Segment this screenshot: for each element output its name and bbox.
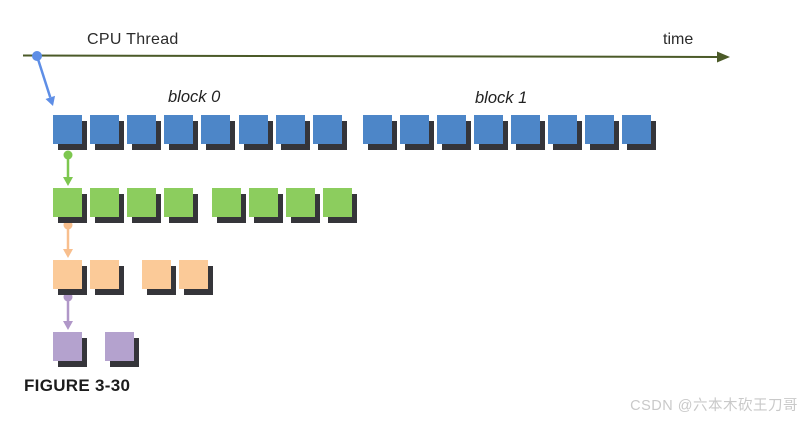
time-axis-label: time [663, 31, 694, 48]
grid-row-green-block [323, 188, 353, 217]
kernel-launch-arrow-purple [63, 292, 73, 330]
grid-row-blue-block [312, 115, 342, 144]
block-0-label: block 0 [168, 88, 221, 106]
kernel-launch-arrow-purple-origin-dot [63, 292, 73, 302]
kernel-launch-arrow-blue [32, 51, 56, 106]
grid-row-blue-block [127, 115, 157, 144]
kernel-launch-arrow-orange [63, 220, 73, 258]
grid-row-green-block [90, 188, 120, 217]
grid-row-green-block [249, 188, 279, 217]
grid-row-green-block [286, 188, 316, 217]
block-1-label: block 1 [475, 89, 528, 107]
grid-row-blue-block [90, 115, 120, 144]
grid-row-blue-block [622, 115, 652, 144]
grid-row-blue-block [164, 115, 194, 144]
grid-row-blue-block [275, 115, 305, 144]
kernel-launch-arrow-green [63, 150, 73, 186]
grid-row-blue-block [238, 115, 268, 144]
grid-row-purple-block [53, 332, 82, 361]
cpu-thread-label: CPU Thread [87, 31, 179, 48]
grid-row-blue-block [399, 115, 429, 144]
grid-row-blue-block [548, 115, 577, 144]
kernel-launch-arrow-orange-origin-dot [63, 220, 73, 230]
grid-row-orange-block [90, 260, 120, 289]
grid-row-blue-block [201, 115, 231, 144]
grid-row-purple-block [105, 332, 134, 361]
grid-row-blue-block [585, 115, 615, 144]
grid-row-blue-block [53, 115, 82, 144]
grid-row-orange-block [53, 260, 82, 289]
grid-row-green-block [127, 188, 157, 217]
grid-row-green-block [164, 188, 194, 217]
grid-row-blue-block [473, 115, 503, 144]
figure-caption: FIGURE 3-30 [24, 376, 131, 395]
kernel-launch-arrow-green-origin-dot [63, 150, 73, 160]
grid-row-blue-block [436, 115, 466, 144]
grid-row-orange-block [179, 260, 209, 289]
grid-row-green-block [212, 188, 241, 217]
grid-row-orange-block [142, 260, 171, 289]
grid-row-green-block [53, 188, 82, 217]
grid-row-blue-block [362, 115, 392, 144]
grid-row-blue-block [510, 115, 540, 144]
csdn-watermark: CSDN @六本木砍王刀哥 [630, 398, 798, 414]
cpu-thread-timeline [22, 51, 730, 63]
kernel-launch-arrow-blue-origin-dot [32, 51, 42, 61]
